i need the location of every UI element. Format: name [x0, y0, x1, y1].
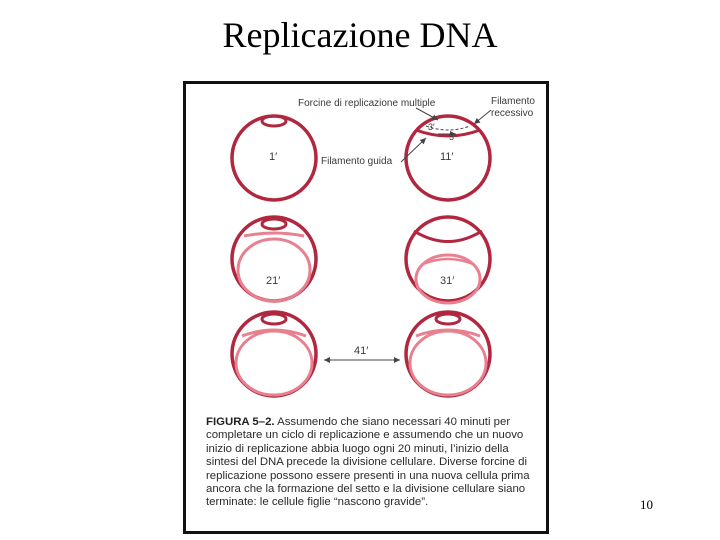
figure-caption: FIGURA 5–2. Assumendo che siano necessar… — [206, 416, 536, 510]
prime-3-label: 3′ — [428, 122, 435, 132]
time-label-31: 31′ — [440, 275, 454, 287]
time-label-21: 21′ — [266, 275, 280, 287]
cell-11min — [404, 114, 492, 202]
time-label-1: 1′ — [269, 151, 277, 163]
top-label: Forcine di replicazione multiple — [298, 98, 436, 109]
filamento-guida-label: Filamento guida — [321, 156, 393, 167]
replication-diagram: 1′ 3′ 5′ 11′ Forcine di replicazione mul… — [230, 96, 535, 398]
figure-frame: 1′ 3′ 5′ 11′ Forcine di replicazione mul… — [183, 81, 549, 534]
slide-number: 10 — [640, 497, 653, 512]
cell-41min-left — [230, 310, 318, 398]
time-label-41: 41′ — [354, 345, 368, 357]
prime-5-label: 5′ — [449, 132, 456, 142]
cell-1min — [230, 114, 318, 202]
cell-41min-right — [404, 310, 492, 398]
cell-31min — [404, 215, 492, 305]
caption-label: FIGURA 5–2. — [206, 416, 275, 428]
time-label-11: 11′ — [440, 151, 453, 163]
filamento-recessivo-label-2: recessivo — [491, 108, 534, 119]
cell-21min — [230, 215, 318, 303]
filamento-recessivo-label-1: Filamento — [491, 96, 535, 107]
caption-text: Assumendo che siano necessari 40 minuti … — [206, 416, 530, 509]
slide-title: Replicazione DNA — [222, 15, 498, 55]
